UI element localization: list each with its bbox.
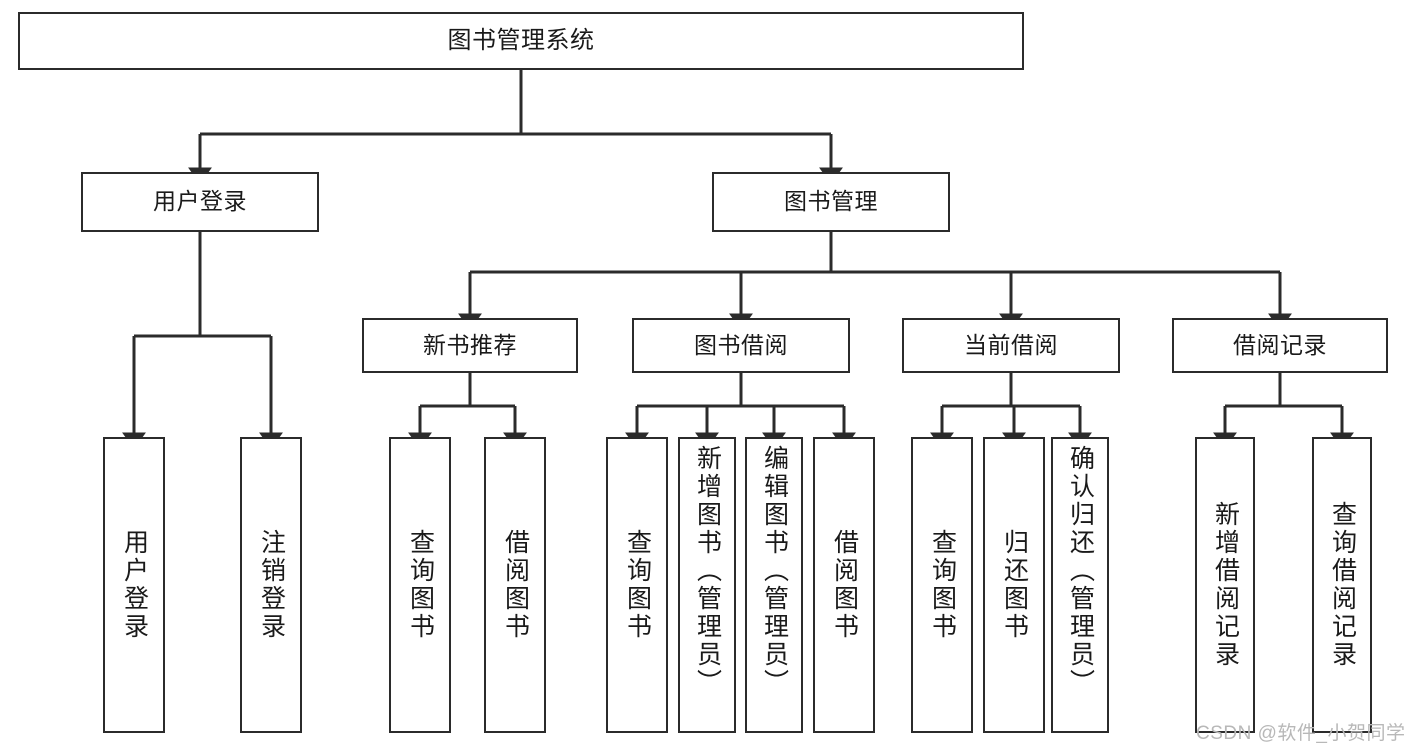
node-label-leaf-borrow-book-2: 借阅图书 <box>830 529 859 641</box>
node-label-user-login: 用户登录 <box>153 188 247 215</box>
node-new-book-recommend[interactable]: 新书推荐 <box>362 318 578 373</box>
node-label-leaf-return-book: 归还图书 <box>1000 529 1029 641</box>
node-leaf-borrow-book-2[interactable]: 借阅图书 <box>813 437 875 733</box>
node-label-leaf-query-book-2: 查询图书 <box>623 529 652 641</box>
node-leaf-edit-book-admin[interactable]: 编辑图书（管理员） <box>745 437 803 733</box>
node-leaf-return-book[interactable]: 归还图书 <box>983 437 1045 733</box>
node-label-leaf-query-borrow-record: 查询借阅记录 <box>1328 501 1357 669</box>
node-label-current-borrow: 当前借阅 <box>964 331 1058 358</box>
node-book-manage[interactable]: 图书管理 <box>712 172 950 232</box>
node-leaf-query-borrow-record[interactable]: 查询借阅记录 <box>1312 437 1372 733</box>
node-label-leaf-edit-book-admin: 编辑图书（管理员） <box>760 445 789 697</box>
node-label-root: 图书管理系统 <box>447 26 595 54</box>
node-leaf-confirm-return-admin[interactable]: 确认归还（管理员） <box>1051 437 1109 733</box>
node-label-new-book-recommend: 新书推荐 <box>423 331 517 358</box>
node-label-leaf-user-logout: 注销登录 <box>257 529 286 641</box>
node-leaf-query-book-2[interactable]: 查询图书 <box>606 437 668 733</box>
node-leaf-user-login[interactable]: 用户登录 <box>103 437 165 733</box>
node-label-leaf-query-book-3: 查询图书 <box>928 529 957 641</box>
node-label-borrow-record: 借阅记录 <box>1233 331 1327 358</box>
node-current-borrow[interactable]: 当前借阅 <box>902 318 1120 373</box>
node-label-leaf-query-book-1: 查询图书 <box>406 529 435 641</box>
node-label-leaf-add-borrow-record: 新增借阅记录 <box>1211 501 1240 669</box>
node-leaf-borrow-book-1[interactable]: 借阅图书 <box>484 437 546 733</box>
node-leaf-user-logout[interactable]: 注销登录 <box>240 437 302 733</box>
node-label-leaf-user-login: 用户登录 <box>120 529 149 641</box>
node-leaf-add-book-admin[interactable]: 新增图书（管理员） <box>678 437 736 733</box>
node-book-borrow[interactable]: 图书借阅 <box>632 318 850 373</box>
node-leaf-query-book-3[interactable]: 查询图书 <box>911 437 973 733</box>
node-leaf-add-borrow-record[interactable]: 新增借阅记录 <box>1195 437 1255 733</box>
node-label-leaf-add-book-admin: 新增图书（管理员） <box>693 445 722 697</box>
node-label-leaf-borrow-book-1: 借阅图书 <box>501 529 530 641</box>
node-label-book-manage: 图书管理 <box>784 188 878 215</box>
node-user-login[interactable]: 用户登录 <box>81 172 319 232</box>
node-leaf-query-book-1[interactable]: 查询图书 <box>389 437 451 733</box>
node-root[interactable]: 图书管理系统 <box>18 12 1024 70</box>
node-borrow-record[interactable]: 借阅记录 <box>1172 318 1388 373</box>
node-label-leaf-confirm-return-admin: 确认归还（管理员） <box>1066 445 1095 697</box>
node-label-book-borrow: 图书借阅 <box>694 331 788 358</box>
